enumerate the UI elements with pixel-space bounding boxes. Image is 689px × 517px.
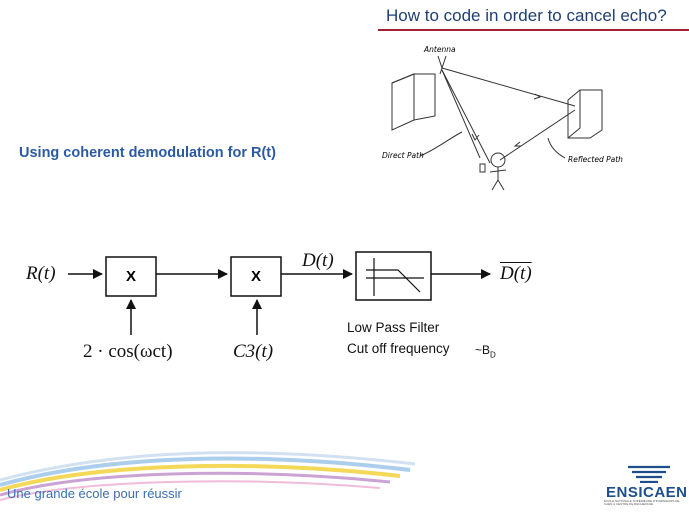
input-signal: R(t) [26,263,56,284]
echo-sketch: Antenna Direct Path Reflected Path [382,45,623,191]
left-building-side [413,73,436,121]
mixer-1-box [105,256,157,297]
mixer-2-box [230,256,282,297]
carrier-signal: 2 · cos(ωct) [83,341,173,362]
mixer-1-label: X [126,268,136,285]
direct-path-line [441,69,481,159]
subtitle: Using coherent demodulation for R(t) [19,145,276,161]
reflected-path-line [499,109,576,161]
receiver-person-icon [490,152,506,168]
right-building [567,89,603,139]
ensicaen-logo-text: ENSICAEN [606,484,688,501]
demodulation-diagram: X X [68,251,491,335]
output-signal: D(t) [500,263,532,284]
direct-path-label: Direct Path [382,151,424,160]
antenna-icon [437,55,447,70]
slide-title: How to code in order to cancel echo? [386,6,667,25]
filter-cutoff-label: Cut off frequency [347,341,450,356]
filter-response-icon [366,258,424,296]
intermediate-signal: D(t) [302,250,334,271]
left-building-front [391,73,415,131]
outgoing-path-line [441,67,576,107]
low-pass-filter-box [355,251,432,301]
code-signal: C3(t) [233,341,274,362]
cutoff-value: ~BD [475,343,496,360]
footer-slogan: Une grande école pour réussir [7,486,182,501]
ensicaen-logo-subtitle: ÉCOLE NATIONALE SUPÉRIEURE D'INGÉNIEURS … [604,499,680,506]
footer-swoosh [0,451,416,501]
antenna-label: Antenna [423,45,456,54]
filter-name: Low Pass Filter [347,320,440,335]
reflected-path-label: Reflected Path [568,155,623,164]
ensicaen-logo-icon [628,465,670,483]
title-underline [378,29,689,31]
mixer-2-label: X [251,268,261,285]
